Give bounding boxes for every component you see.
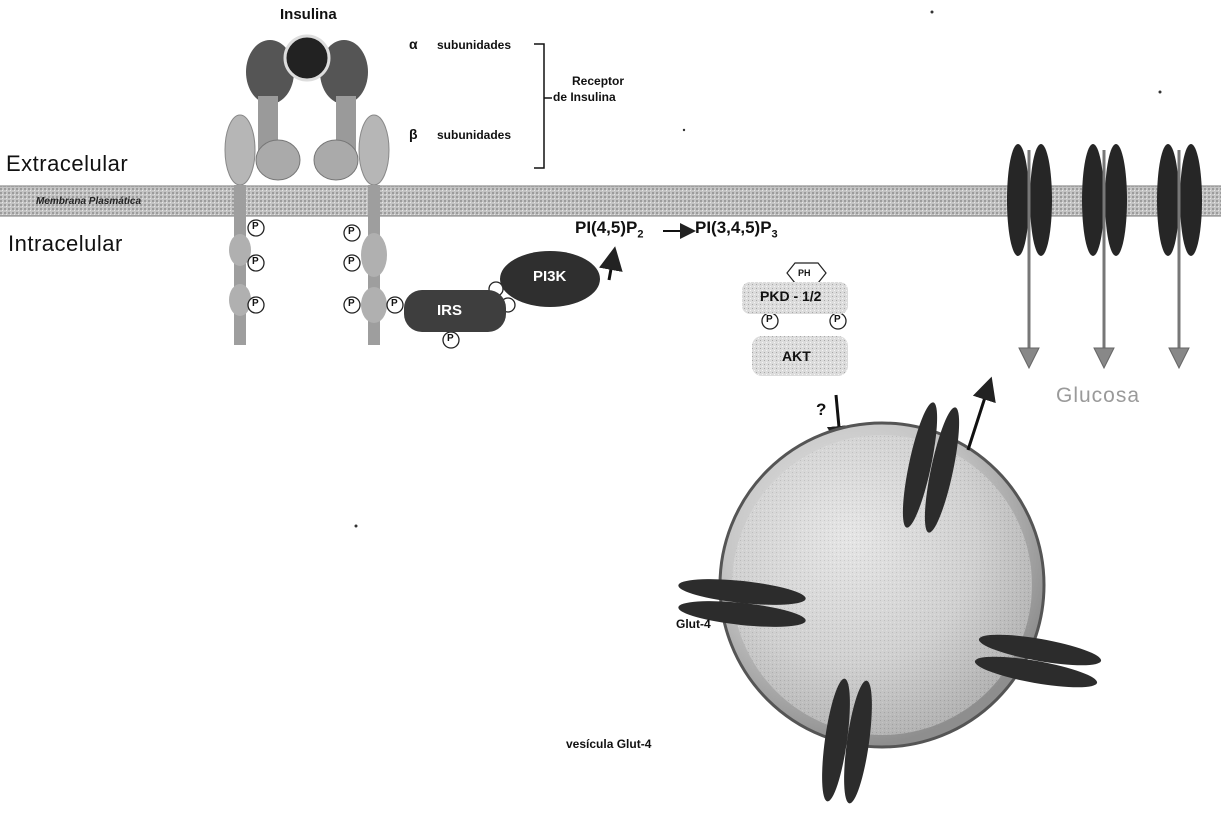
- beta-subunits-label: subunidades: [437, 128, 511, 142]
- phosphate-label: P: [348, 298, 355, 309]
- pkd-label: PKD - 1/2: [760, 288, 821, 304]
- irs-label: IRS: [437, 302, 462, 319]
- speck: [683, 129, 685, 131]
- insulin-molecule: [285, 36, 329, 80]
- akt-label: AKT: [782, 348, 811, 364]
- speck: [355, 525, 358, 528]
- pi45p2-label: PI(4,5)P2: [575, 218, 643, 240]
- plasma-membrane-label: Membrana Plasmática: [36, 196, 141, 207]
- phosphate-label: P: [391, 298, 398, 309]
- receptor-label-line1: Receptor: [572, 74, 624, 88]
- receptor-label-line2: de Insulina: [553, 90, 616, 104]
- unknown-step-label: ?: [816, 400, 826, 420]
- glucose-label: Glucosa: [1056, 384, 1140, 408]
- ph-label: PH: [798, 268, 811, 278]
- phosphate-label: P: [348, 226, 355, 237]
- phosphate-label: P: [252, 256, 259, 267]
- receptor-bracket: [534, 44, 552, 168]
- translocation-arrow: [968, 388, 988, 450]
- insulin-label: Insulina: [280, 6, 337, 23]
- phosphate-label: P: [766, 314, 773, 325]
- pi3k-label: PI3K: [533, 268, 566, 285]
- speck: [1159, 91, 1162, 94]
- glut4-label: Glut-4: [676, 617, 711, 631]
- alpha-subunits-label: subunidades: [437, 38, 511, 52]
- phosphate-label: P: [252, 298, 259, 309]
- glut4-vesicle-label: vesícula Glut-4: [566, 737, 651, 751]
- phosphate-label: P: [447, 333, 454, 344]
- phosphate-label: P: [252, 221, 259, 232]
- alpha-symbol: α: [409, 36, 418, 52]
- intracellular-label: Intracelular: [8, 231, 123, 257]
- phosphate-label: P: [834, 314, 841, 325]
- pi3k-arrow: [609, 258, 613, 280]
- pi345p3-label: PI(3,4,5)P3: [695, 218, 778, 240]
- phosphate-label: P: [348, 256, 355, 267]
- beta-symbol: β: [409, 126, 418, 142]
- extracellular-label: Extracelular: [6, 151, 128, 177]
- speck: [931, 11, 934, 14]
